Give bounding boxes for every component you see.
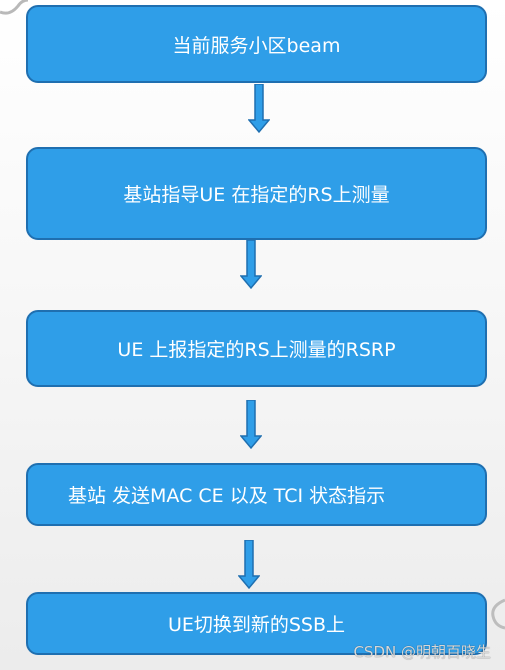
- step-box-2: 基站指导UE 在指定的RS上测量: [26, 147, 487, 240]
- corner-swirl-right: [491, 598, 505, 630]
- down-arrow-icon: [240, 240, 262, 290]
- step-label-3: UE 上报指定的RS上测量的RSRP: [117, 339, 396, 361]
- step-box-5: UE切换到新的SSB上: [26, 592, 487, 655]
- step-label-1: 当前服务小区beam: [172, 34, 341, 57]
- step-box-1: 当前服务小区beam: [26, 5, 487, 83]
- step-label-2: 基站指导UE 在指定的RS上测量: [123, 184, 390, 206]
- step-label-4: 基站 发送MAC CE 以及 TCI 状态指示: [68, 485, 386, 507]
- down-arrow-icon: [248, 84, 270, 134]
- watermark: CSDN @明朝百晓生: [353, 643, 491, 661]
- step-box-4: 基站 发送MAC CE 以及 TCI 状态指示: [26, 463, 487, 526]
- step-box-3: UE 上报指定的RS上测量的RSRP: [26, 310, 487, 387]
- step-label-5: UE切换到新的SSB上: [167, 614, 346, 636]
- down-arrow-icon: [240, 400, 262, 450]
- corner-swirl-top-left: [0, 0, 29, 15]
- down-arrow-icon: [238, 540, 260, 590]
